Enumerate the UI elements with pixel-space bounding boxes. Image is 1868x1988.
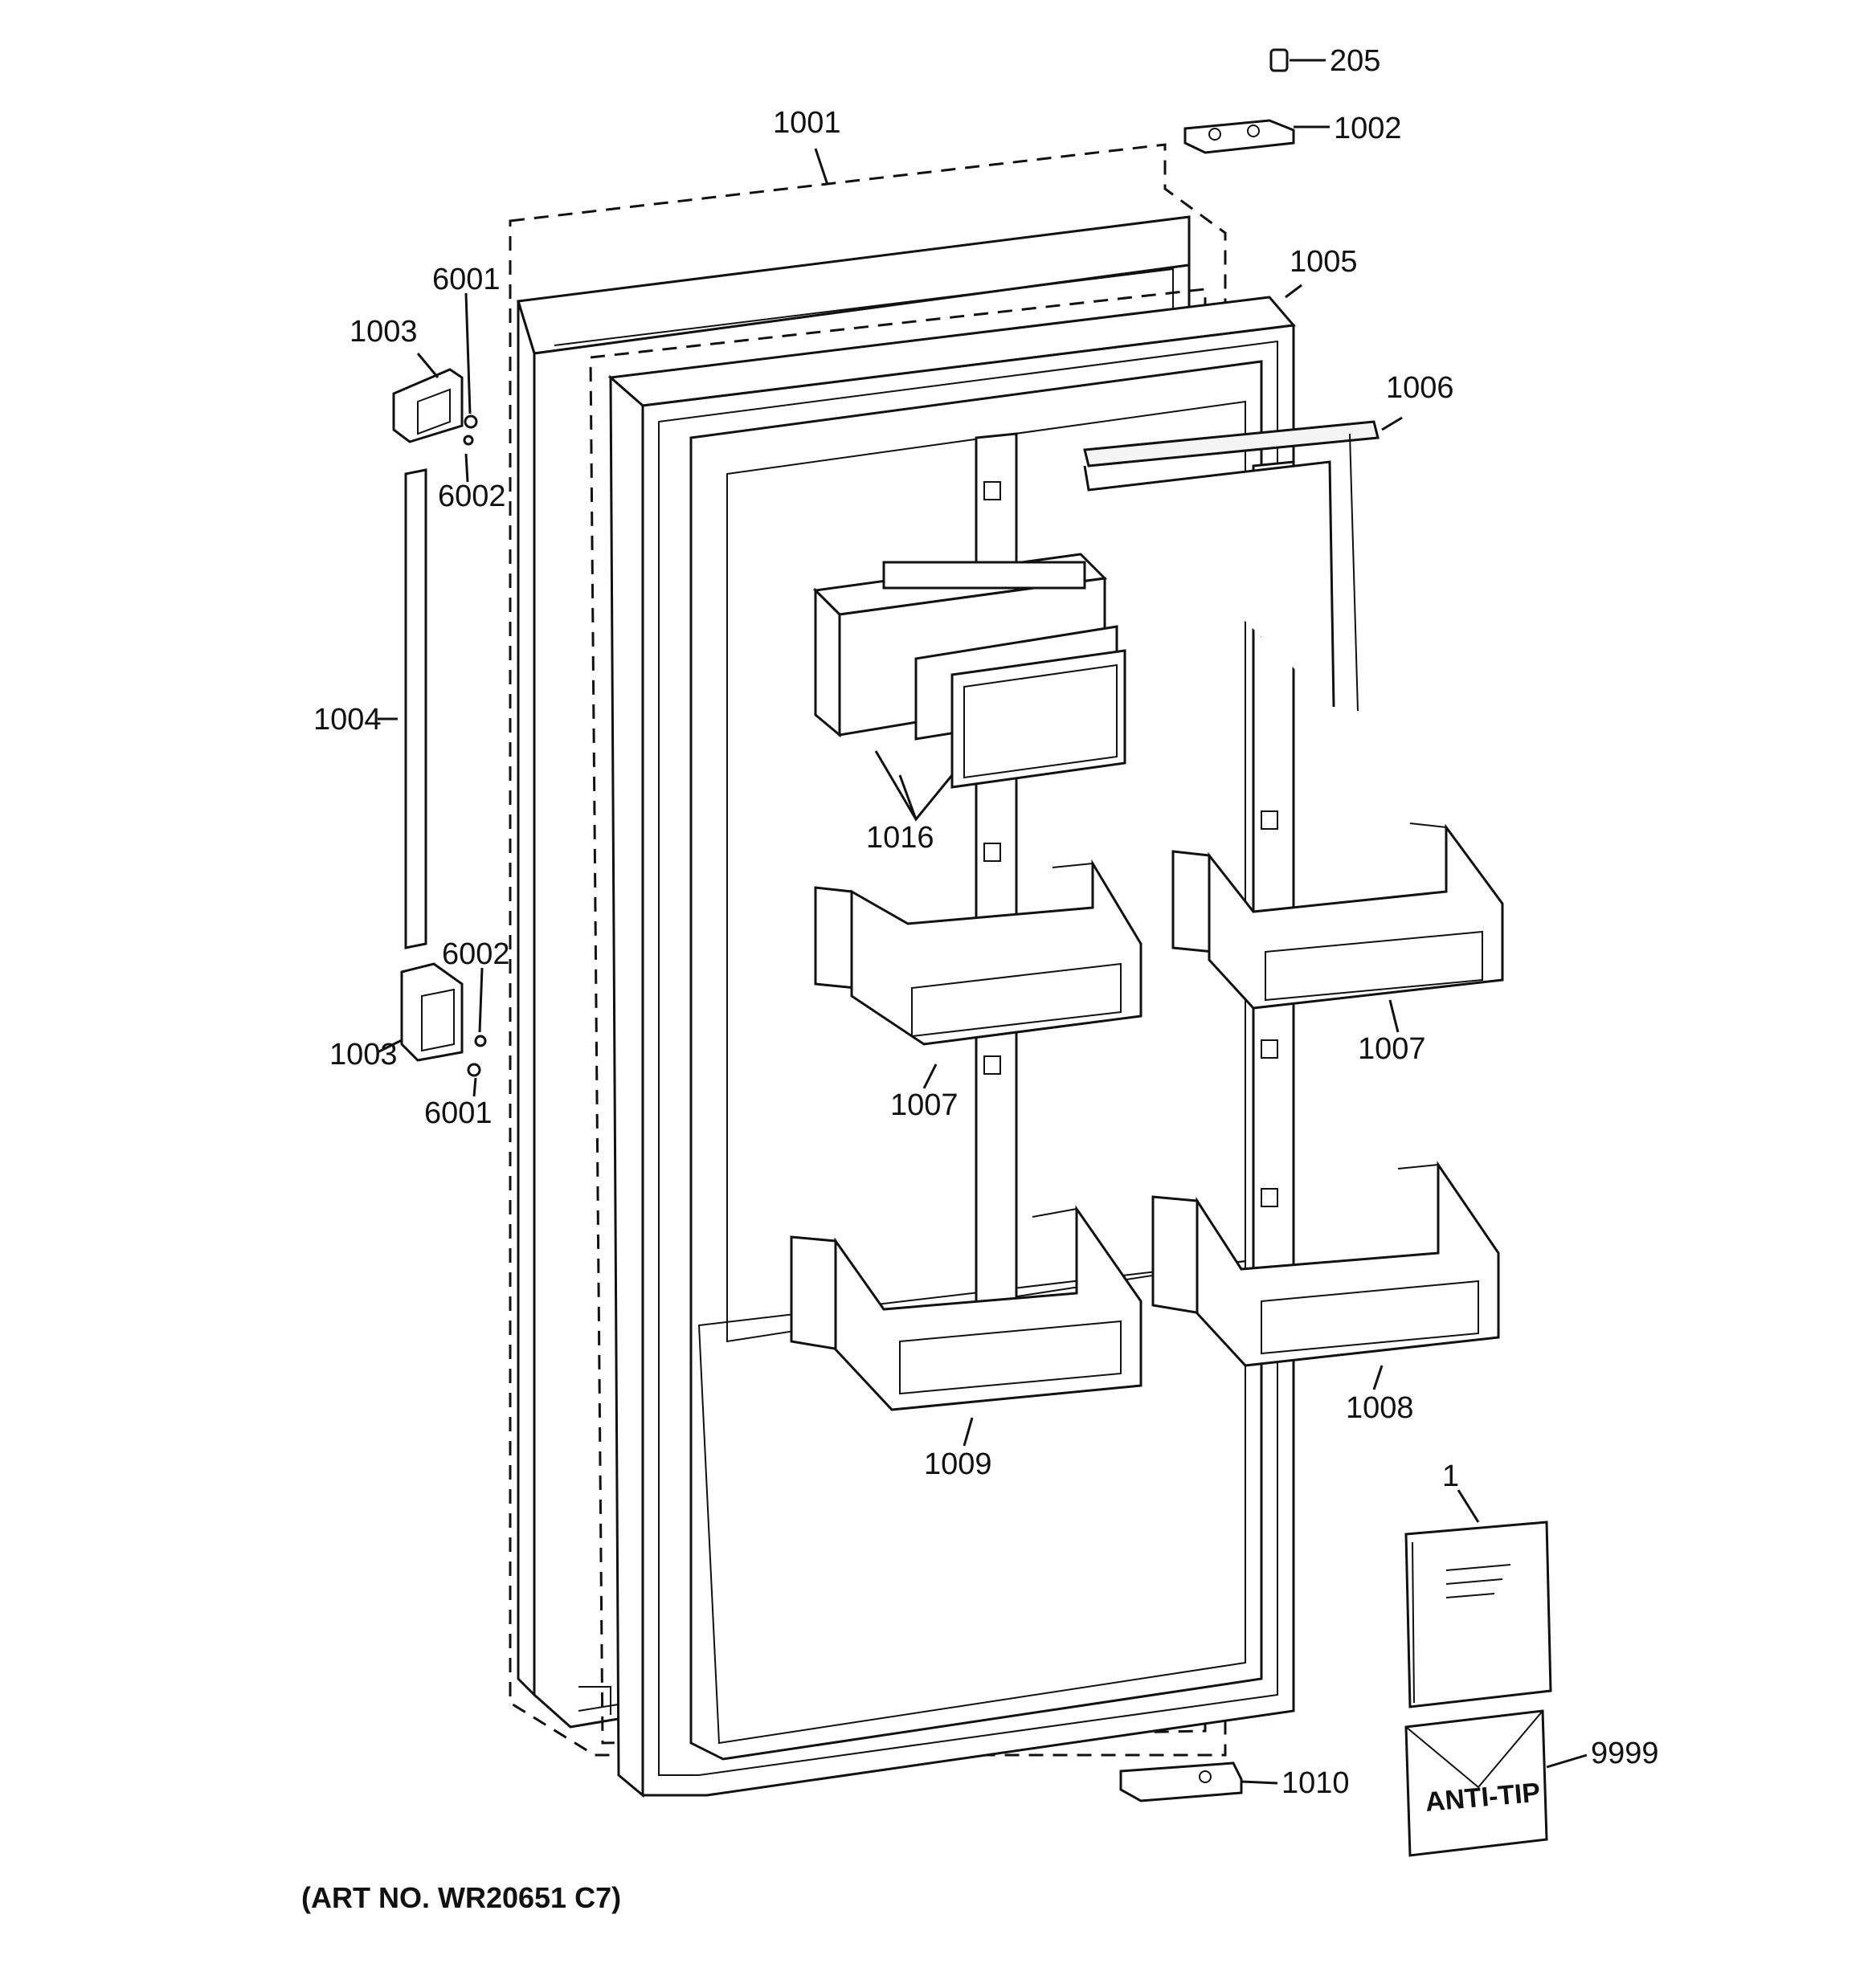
- callout-1005: 1005: [1290, 245, 1358, 279]
- part-1007-bin-right: [1171, 823, 1504, 1010]
- art-number: (ART NO. WR20651 C7): [301, 1881, 621, 1914]
- callout-1004: 1004: [313, 703, 382, 737]
- callout-labels: 205 1002 1001 1005 1006 6001 1003 6002 1…: [301, 44, 1659, 1914]
- part-1002-top-hinge-plate: [1183, 119, 1295, 154]
- part-1009-bin: [790, 1205, 1142, 1411]
- callout-1016: 1016: [866, 821, 934, 855]
- callout-6001-bottom: 6001: [424, 1096, 493, 1130]
- callout-1002: 1002: [1334, 112, 1402, 145]
- part-205-bushing: [1269, 48, 1289, 72]
- callout-6002-top: 6002: [438, 480, 506, 513]
- part-9999-anti-tip-kit: [1404, 1709, 1548, 1857]
- part-1006-retainer-trim: [1083, 420, 1380, 712]
- callout-1: 1: [1442, 1459, 1459, 1493]
- callout-205: 205: [1330, 44, 1380, 78]
- callout-1003-bottom: 1003: [329, 1038, 398, 1072]
- callout-1003-top: 1003: [349, 315, 418, 349]
- part-1003-top-hinge: [392, 368, 464, 443]
- part-fasteners: [463, 414, 487, 1077]
- part-1007-bin-left: [814, 859, 1142, 1046]
- part-1004-handle-trim: [404, 468, 427, 949]
- part-1003-bottom-hinge: [400, 962, 464, 1062]
- callout-9999: 9999: [1591, 1737, 1659, 1770]
- callout-1008: 1008: [1346, 1391, 1414, 1425]
- callout-1009: 1009: [924, 1447, 992, 1481]
- callout-1001: 1001: [773, 106, 841, 140]
- door-assembly-outline: [509, 143, 1227, 1757]
- inner-door-liner: [607, 296, 1296, 1798]
- callout-6001-top: 6001: [432, 263, 501, 296]
- callout-6002-bottom: 6002: [442, 937, 510, 971]
- part-1-owners-manual: [1404, 1521, 1552, 1708]
- leader-lines: [377, 59, 1588, 1785]
- callout-1007-left: 1007: [890, 1088, 959, 1122]
- callout-1007-right: 1007: [1358, 1032, 1426, 1066]
- callout-1010: 1010: [1281, 1766, 1350, 1800]
- callout-1006: 1006: [1386, 371, 1454, 405]
- part-1010-bottom-hinge: [1119, 1761, 1243, 1802]
- part-1008-bin: [1151, 1161, 1500, 1367]
- part-1016-dairy-compartment: [812, 553, 1126, 789]
- door-gasket-outline: [589, 288, 1207, 1745]
